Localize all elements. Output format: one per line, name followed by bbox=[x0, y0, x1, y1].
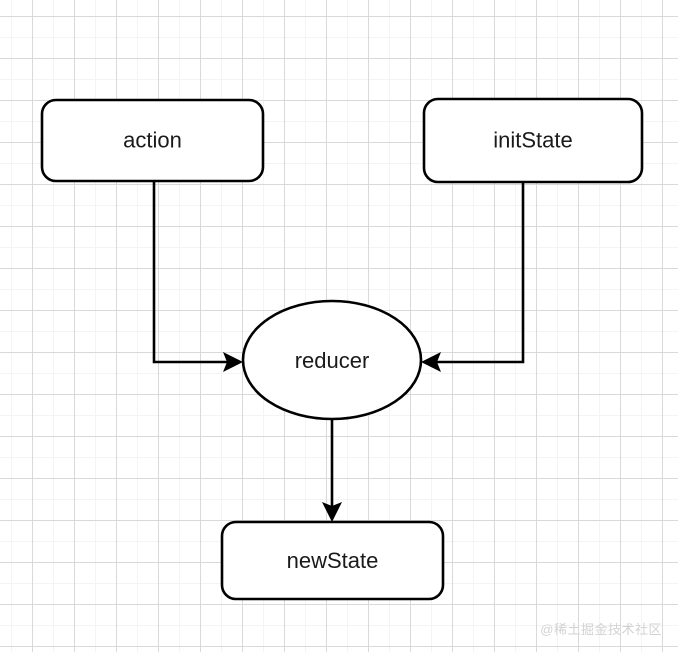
node-layer: action initState reducer newState bbox=[40, 97, 644, 601]
node-newstate[interactable]: newState bbox=[220, 520, 445, 601]
node-initstate-label: initState bbox=[493, 127, 573, 152]
node-reducer[interactable]: reducer bbox=[241, 299, 423, 421]
watermark: @稀土掘金技术社区 bbox=[540, 622, 662, 637]
node-initstate[interactable]: initState bbox=[422, 97, 644, 184]
edge-layer bbox=[152, 181, 525, 522]
arrowhead-into-newstate bbox=[322, 502, 342, 522]
node-action-label: action bbox=[123, 127, 182, 152]
node-reducer-shape[interactable] bbox=[241, 299, 423, 421]
edge-initstate-to-reducer-path bbox=[428, 182, 525, 364]
arrowhead-into-reducer-left bbox=[223, 352, 243, 372]
node-reducer-label: reducer bbox=[295, 348, 370, 373]
node-action[interactable]: action bbox=[40, 98, 265, 183]
node-initstate-shape[interactable] bbox=[422, 97, 644, 184]
edge-initstate-to-reducer bbox=[421, 182, 525, 372]
edge-reducer-to-newstate bbox=[322, 419, 342, 522]
node-newstate-shape[interactable] bbox=[220, 520, 445, 601]
edge-action-to-reducer bbox=[152, 181, 243, 372]
arrowhead-into-reducer-right bbox=[421, 352, 441, 372]
edge-action-to-reducer-path bbox=[152, 181, 236, 364]
node-newstate-label: newState bbox=[287, 548, 379, 573]
node-action-shape[interactable] bbox=[40, 98, 265, 183]
